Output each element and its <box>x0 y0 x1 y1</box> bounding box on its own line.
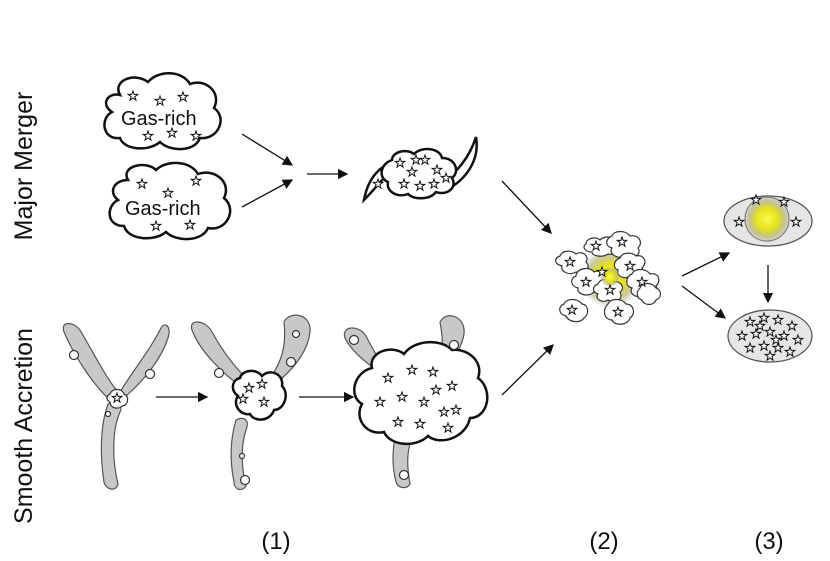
gas-rich-cloud-upper: Gas-rich <box>103 72 222 151</box>
stage-label-3: (3) <box>754 528 783 555</box>
filament-panel-3 <box>343 315 489 489</box>
arrow-to-bulge-galaxy <box>681 252 731 277</box>
arrow-merge-upper <box>241 133 294 166</box>
arrow-accretion-to-stage2 <box>501 344 554 396</box>
row-label-smooth-accretion: Smooth Accretion <box>10 328 38 524</box>
filament-panel-2 <box>190 314 311 491</box>
arrow-to-elliptical <box>681 285 727 319</box>
merging-galaxies <box>362 136 478 204</box>
stage-label-2: (2) <box>589 528 618 555</box>
stage-label-1: (1) <box>261 528 290 555</box>
filament-panel-1 <box>62 322 170 490</box>
row-label-major-merger: Major Merger <box>10 92 38 241</box>
cloud-label-lower: Gas-rich <box>125 198 201 220</box>
clumpy-galaxy <box>555 230 662 325</box>
compact-bulge-galaxy <box>723 194 813 247</box>
arrow-merger-to-stage2 <box>501 180 552 234</box>
gas-rich-cloud-lower: Gas-rich <box>108 161 232 241</box>
arrow-merge-lower <box>241 179 294 208</box>
cloud-label-upper: Gas-rich <box>121 108 197 130</box>
elliptical-galaxy <box>727 309 813 363</box>
